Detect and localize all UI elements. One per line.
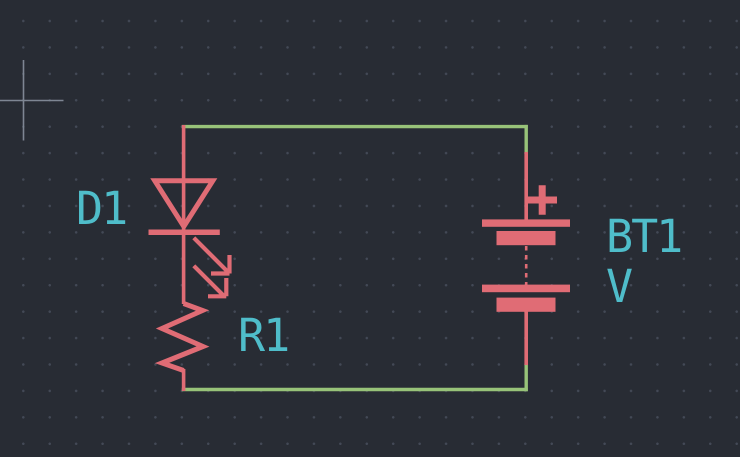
battery-plate-thin-bottom[interactable]	[482, 284, 570, 293]
battery-value-label[interactable]: V	[606, 260, 634, 313]
battery-reference-label[interactable]: BT1	[606, 210, 683, 263]
led-reference-label[interactable]: D1	[76, 182, 128, 235]
battery-plus-icon	[527, 185, 557, 215]
led-light-arrow-1-icon	[192, 236, 232, 276]
battery-plate-thick-top[interactable]	[496, 231, 556, 246]
battery-symbol[interactable]	[482, 152, 570, 365]
led-light-arrow-2-icon	[192, 264, 229, 299]
resistor-reference-label[interactable]: R1	[238, 309, 290, 362]
wire-net[interactable]	[181, 124, 528, 392]
led-symbol[interactable]	[148, 125, 232, 304]
battery-plate-thick-bottom[interactable]	[496, 297, 556, 312]
led-triangle[interactable]	[150, 178, 218, 232]
cursor-crosshair-icon	[0, 60, 64, 141]
resistor-symbol[interactable]	[154, 301, 210, 392]
battery-plate-thin-top[interactable]	[482, 219, 570, 227]
resistor-zigzag[interactable]	[154, 301, 210, 373]
